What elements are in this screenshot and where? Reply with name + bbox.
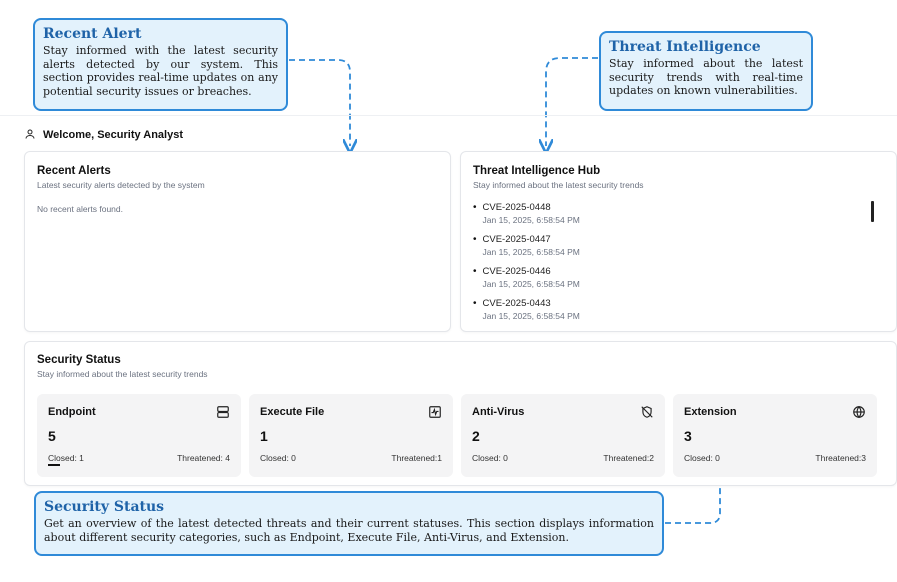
cve-id: CVE-2025-0443 xyxy=(482,298,551,309)
threatened-count: Threatened:2 xyxy=(603,453,654,463)
tile-name: Execute File xyxy=(260,406,325,418)
security-status-subtitle: Stay informed about the latest security … xyxy=(37,369,208,379)
callout-body: Stay informed about the latest security … xyxy=(609,57,803,98)
tile-count: 5 xyxy=(48,428,56,444)
security-status-callout: Security Status Get an overview of the l… xyxy=(34,491,664,556)
callout-body: Get an overview of the latest detected t… xyxy=(44,517,654,544)
tile-count: 1 xyxy=(260,428,268,444)
shield-off-icon xyxy=(640,405,654,419)
callout-body: Stay informed with the latest security a… xyxy=(43,44,278,98)
tile-count: 3 xyxy=(684,428,692,444)
closed-count: Closed: 0 xyxy=(260,453,296,463)
callout-title: Security Status xyxy=(44,499,165,515)
bullet: • xyxy=(473,234,477,245)
status-tile-endpoint[interactable]: Endpoint 5 Closed: 1 Threatened: 4 xyxy=(37,394,241,477)
bullet: • xyxy=(473,202,477,213)
threat-connector xyxy=(546,57,598,146)
tile-count: 2 xyxy=(472,428,480,444)
recent-alerts-subtitle: Latest security alerts detected by the s… xyxy=(37,180,205,190)
threat-intelligence-card: Threat Intelligence Hub Stay informed ab… xyxy=(460,151,897,332)
callout-title: Threat Intelligence xyxy=(609,39,761,55)
status-tiles: Endpoint 5 Closed: 1 Threatened: 4 Execut… xyxy=(37,394,884,477)
cve-timestamp: Jan 15, 2025, 6:58:54 PM xyxy=(482,247,580,257)
callout-title: Recent Alert xyxy=(43,26,142,42)
empty-state-text: No recent alerts found. xyxy=(37,204,123,214)
cve-timestamp: Jan 15, 2025, 6:58:54 PM xyxy=(482,311,580,321)
alert-connector xyxy=(289,59,350,146)
closed-count: Closed: 0 xyxy=(472,453,508,463)
threatened-count: Threatened: 4 xyxy=(177,453,230,463)
threatened-count: Threatened:1 xyxy=(391,453,442,463)
activity-file-icon xyxy=(428,405,442,419)
globe-icon xyxy=(852,405,866,419)
status-tile-extension[interactable]: Extension 3 Closed: 0 Threatened:3 xyxy=(673,394,877,477)
status-tile-anti-virus[interactable]: Anti-Virus 2 Closed: 0 Threatened:2 xyxy=(461,394,665,477)
cve-timestamp: Jan 15, 2025, 6:58:54 PM xyxy=(482,215,580,225)
recent-alerts-card: Recent Alerts Latest security alerts det… xyxy=(24,151,451,332)
threatened-count: Threatened:3 xyxy=(815,453,866,463)
security-status-title: Security Status xyxy=(37,354,121,366)
threat-intelligence-callout: Threat Intelligence Stay informed about … xyxy=(599,31,813,111)
bullet: • xyxy=(473,298,477,309)
tile-name: Anti-Virus xyxy=(472,406,525,418)
threat-hub-title: Threat Intelligence Hub xyxy=(473,165,601,177)
closed-count: Closed: 0 xyxy=(684,453,720,463)
cve-id: CVE-2025-0447 xyxy=(482,234,551,245)
welcome-text: Welcome, Security Analyst xyxy=(43,129,183,141)
tile-name: Endpoint xyxy=(48,406,96,418)
recent-alert-callout: Recent Alert Stay informed with the late… xyxy=(33,18,288,111)
scrollbar[interactable] xyxy=(871,201,874,222)
header-divider xyxy=(0,115,897,116)
cve-id: CVE-2025-0446 xyxy=(482,266,551,277)
user-icon xyxy=(24,128,38,142)
recent-alerts-title: Recent Alerts xyxy=(37,165,111,177)
threat-hub-subtitle: Stay informed about the latest security … xyxy=(473,180,644,190)
cve-id: CVE-2025-0448 xyxy=(482,202,551,213)
tile-indicator xyxy=(48,464,60,466)
closed-count: Closed: 1 xyxy=(48,453,84,463)
server-icon xyxy=(216,405,230,419)
bullet: • xyxy=(473,266,477,277)
status-tile-execute-file[interactable]: Execute File 1 Closed: 0 Threatened:1 xyxy=(249,394,453,477)
security-status-card: Security Status Stay informed about the … xyxy=(24,341,897,486)
tile-name: Extension xyxy=(684,406,737,418)
welcome-header: Welcome, Security Analyst xyxy=(24,128,183,142)
cve-timestamp: Jan 15, 2025, 6:58:54 PM xyxy=(482,279,580,289)
